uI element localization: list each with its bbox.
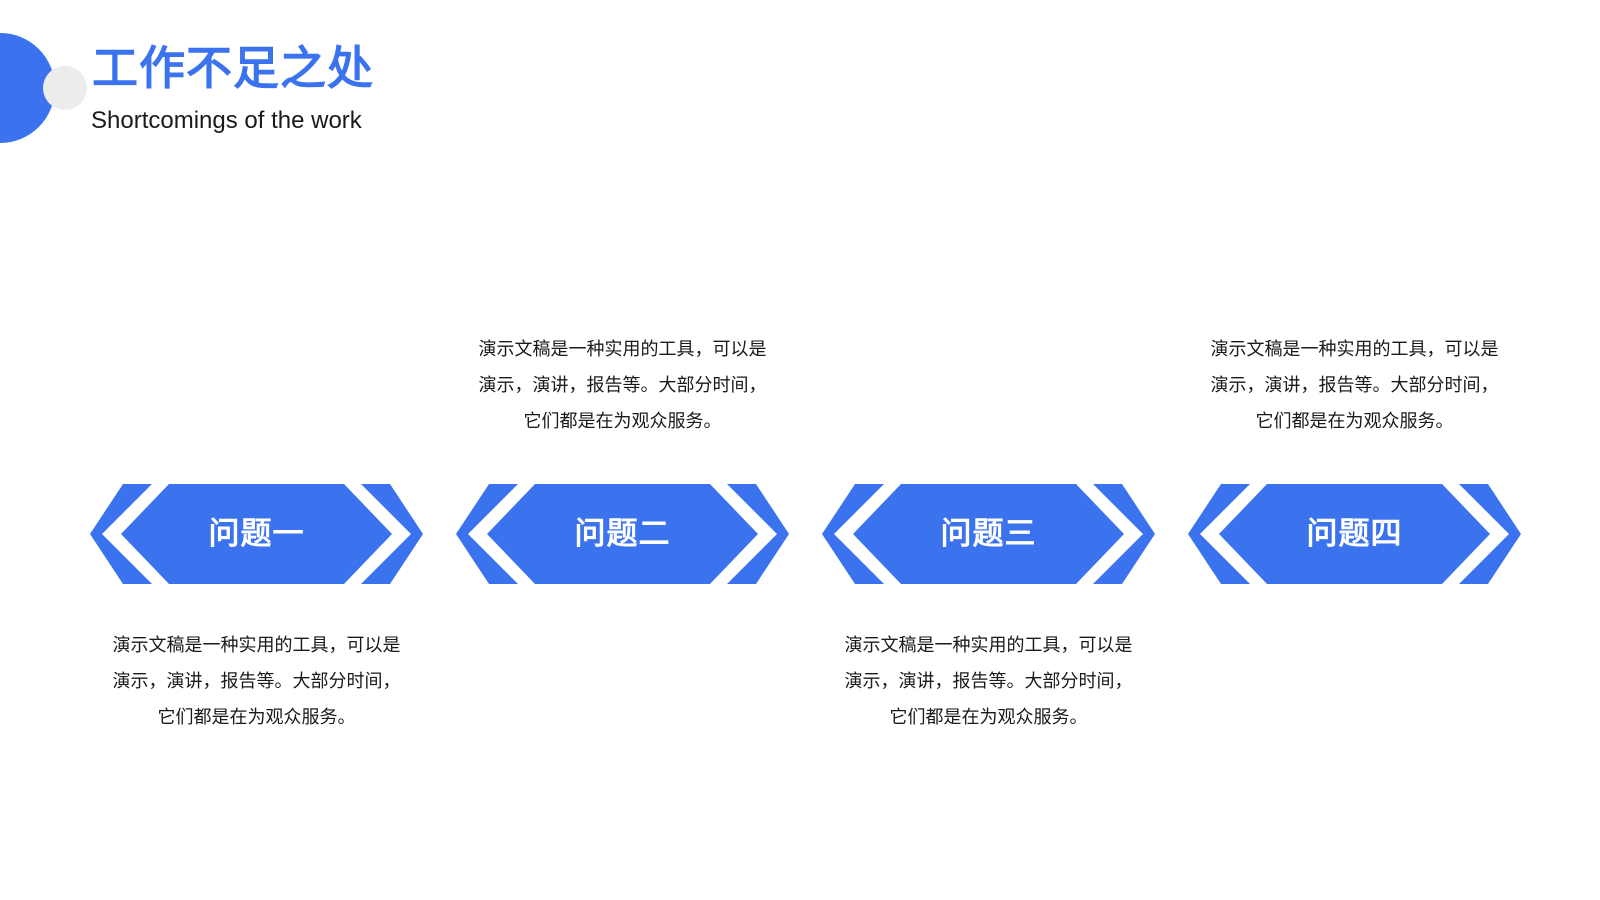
right-chevron	[727, 484, 789, 584]
page-title: 工作不足之处	[92, 41, 374, 95]
problem-description-1: 演示文稿是一种实用的工具，可以是 演示，演讲，报告等。大部分时间， 它们都是在为…	[90, 628, 423, 736]
description-line: 演示文稿是一种实用的工具，可以是	[478, 339, 767, 360]
problem-description-2: 演示文稿是一种实用的工具，可以是 演示，演讲，报告等。大部分时间， 它们都是在为…	[456, 332, 789, 440]
problem-item-1: 问题一	[90, 484, 423, 584]
corner-gray-circle	[43, 66, 87, 110]
hexagon-badge-2	[456, 484, 789, 584]
left-chevron	[822, 484, 884, 584]
description-line: 它们都是在为观众服务。	[1255, 411, 1454, 432]
right-chevron	[1093, 484, 1155, 584]
problem-item-3: 问题三	[822, 484, 1155, 584]
description-line: 演示，演讲，报告等。大部分时间，	[844, 671, 1133, 692]
hexagon-badge-1	[90, 484, 423, 584]
problem-label-1: 问题一	[208, 516, 305, 552]
description-line: 它们都是在为观众服务。	[157, 707, 356, 728]
hexagon-badge-3	[822, 484, 1155, 584]
hexagon-body	[853, 484, 1124, 584]
description-line: 演示文稿是一种实用的工具，可以是	[844, 635, 1133, 656]
description-line: 演示，演讲，报告等。大部分时间，	[1210, 375, 1499, 396]
description-line: 它们都是在为观众服务。	[523, 411, 722, 432]
left-chevron	[1188, 484, 1250, 584]
description-line: 它们都是在为观众服务。	[889, 707, 1088, 728]
right-chevron	[1459, 484, 1521, 584]
description-line: 演示，演讲，报告等。大部分时间，	[112, 671, 401, 692]
description-line: 演示文稿是一种实用的工具，可以是	[1210, 339, 1499, 360]
left-chevron	[456, 484, 518, 584]
hexagon-body	[1219, 484, 1490, 584]
page-subtitle: Shortcomings of the work	[91, 107, 362, 134]
problem-label-3: 问题三	[940, 516, 1037, 552]
problem-label-4: 问题四	[1306, 516, 1403, 552]
problem-item-4: 问题四	[1188, 484, 1521, 584]
hexagon-body	[121, 484, 392, 584]
corner-decoration	[0, 33, 87, 143]
problem-description-4: 演示文稿是一种实用的工具，可以是 演示，演讲，报告等。大部分时间， 它们都是在为…	[1188, 332, 1521, 440]
problem-label-2: 问题二	[574, 516, 671, 552]
hexagon-badge-4	[1188, 484, 1521, 584]
left-chevron	[90, 484, 152, 584]
corner-half-circle	[0, 33, 55, 143]
description-line: 演示文稿是一种实用的工具，可以是	[112, 635, 401, 656]
description-line: 演示，演讲，报告等。大部分时间，	[478, 375, 767, 396]
problem-description-3: 演示文稿是一种实用的工具，可以是 演示，演讲，报告等。大部分时间， 它们都是在为…	[822, 628, 1155, 736]
problem-item-2: 问题二	[456, 484, 789, 584]
hexagon-body	[487, 484, 758, 584]
right-chevron	[361, 484, 423, 584]
